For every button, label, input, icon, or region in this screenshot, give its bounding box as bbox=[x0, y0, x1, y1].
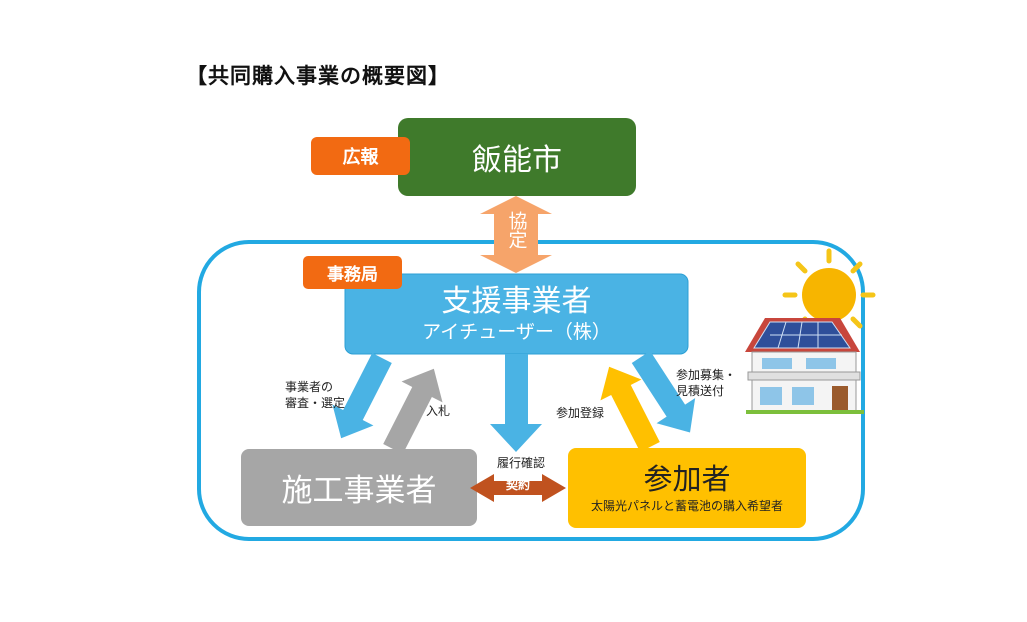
city-label: 飯能市 bbox=[472, 143, 562, 178]
sanka-touroku-arrow bbox=[600, 366, 660, 452]
kyotei-label: 協定 bbox=[494, 196, 538, 264]
kyotei-text: 協定 bbox=[505, 211, 528, 249]
nyusatsu-arrow bbox=[383, 368, 443, 454]
builder-label: 施工事業者 bbox=[281, 473, 437, 509]
sun-icon bbox=[782, 248, 876, 329]
support-sub-label: アイチューザー（株） bbox=[422, 321, 611, 343]
boshu-label-line1: 参加募集・ bbox=[676, 368, 737, 382]
support-main-label: 支援事業者 bbox=[441, 284, 592, 319]
koho-label: 広報 bbox=[342, 147, 379, 168]
jimukyoku-label: 事務局 bbox=[327, 265, 378, 285]
boshu-label: 参加募集・ 見積送付 bbox=[676, 367, 736, 399]
rikou-arrow bbox=[490, 354, 542, 452]
koho-tag bbox=[311, 137, 410, 175]
participant-main-label: 参加者 bbox=[643, 462, 731, 496]
sanka-touroku-label: 参加登録 bbox=[556, 406, 605, 420]
builder-box bbox=[241, 449, 477, 526]
boshu-arrow bbox=[631, 351, 696, 433]
nyusatsu-label: 入札 bbox=[426, 404, 451, 418]
shinsa-arrow bbox=[332, 353, 392, 439]
rikou-label: 履行確認 bbox=[497, 456, 546, 470]
house-with-solar-panel-icon bbox=[745, 318, 864, 414]
participant-sub-label: 太陽光パネルと蓄電池の購入希望者 bbox=[590, 499, 783, 513]
city-box bbox=[398, 118, 636, 196]
participant-label: 参加者 太陽光パネルと蓄電池の購入希望者 bbox=[568, 448, 806, 528]
kyotei-arrow bbox=[480, 196, 552, 273]
keiyaku-arrow bbox=[470, 474, 566, 502]
participant-box bbox=[568, 448, 806, 528]
shinsa-label-line1: 事業者の bbox=[285, 380, 334, 394]
jimukyoku-tag bbox=[303, 256, 402, 289]
shinsa-label-line2: 審査・選定 bbox=[285, 396, 346, 410]
boshu-label-line2: 見積送付 bbox=[676, 384, 725, 398]
shinsa-label: 事業者の 審査・選定 bbox=[285, 379, 345, 411]
page-title: 【共同購入事業の概要図】 bbox=[186, 64, 450, 88]
support-label: 支援事業者 アイチューザー（株） bbox=[345, 274, 688, 354]
keiyaku-label: 契約 bbox=[505, 478, 530, 492]
